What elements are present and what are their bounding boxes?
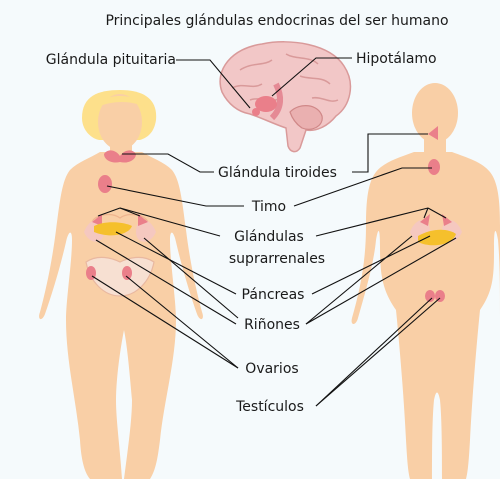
label-testiculos: Testículos (235, 399, 304, 415)
male-thymus (428, 159, 440, 175)
label-ovarios: Ovarios (245, 361, 298, 377)
label-pancreas: Páncreas (242, 287, 305, 303)
male-figure (352, 83, 500, 479)
label-pituitaria: Glándula pituitaria (46, 52, 176, 68)
label-suprarrenales-line2: suprarrenales (229, 251, 325, 267)
female-ovary-right (122, 266, 132, 280)
label-tiroides: Glándula tiroides (218, 165, 337, 181)
label-timo: Timo (251, 199, 286, 215)
female-thymus (98, 175, 112, 193)
female-figure (39, 90, 203, 479)
pituitary-gland (252, 108, 260, 116)
diagram-title: Principales glándulas endocrinas del ser… (105, 13, 448, 29)
label-hipotalamo: Hipotálamo (356, 51, 437, 67)
male-testicle-right (435, 290, 445, 302)
label-suprarrenales-line1: Glándulas (234, 229, 304, 245)
label-rinones: Riñones (244, 317, 300, 333)
